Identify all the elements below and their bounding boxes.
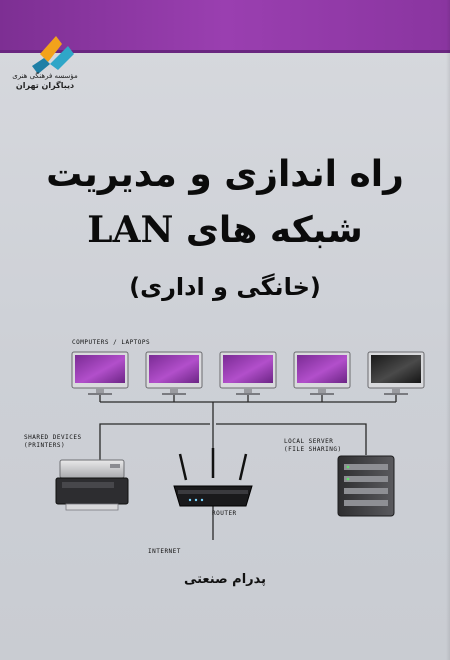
monitor xyxy=(293,351,351,395)
shared-devices-label: SHARED DEVICES (PRINTERS) xyxy=(24,434,82,449)
publisher-name: مؤسسه فرهنگی هنری دیباگران تهران xyxy=(6,72,84,90)
cover-edge-shadow xyxy=(446,0,450,660)
local-server-label: LOCAL SERVER (FILE SHARING) xyxy=(284,438,342,453)
publisher-name-line1: مؤسسه فرهنگی هنری xyxy=(12,72,78,80)
author-name: پدرام صنعتی xyxy=(183,572,267,587)
monitor-dark xyxy=(367,351,425,395)
server-icon xyxy=(337,455,395,517)
internet-label: INTERNET xyxy=(148,548,181,555)
top-color-band xyxy=(0,0,450,50)
publisher-name-line2: دیباگران تهران xyxy=(15,81,75,90)
title-lan: LAN xyxy=(87,209,174,251)
monitor xyxy=(145,351,203,395)
router-label: ROUTER xyxy=(212,510,237,517)
title-subtitle: (خانگی و اداری) xyxy=(129,273,321,301)
router-icon xyxy=(173,448,253,507)
network-diagram: COMPUTERS / LAPTOPS SHARED DEVICES (PRIN… xyxy=(0,330,450,570)
title-line2: شبکه های LAN xyxy=(0,207,450,254)
printer-icon xyxy=(55,459,129,511)
publisher-logo-icon xyxy=(32,36,74,74)
top-band-edge xyxy=(0,50,450,53)
network-diagram-drawing xyxy=(55,351,425,540)
title-line1: راه اندازی و مدیریت xyxy=(46,154,404,195)
computers-label: COMPUTERS / LAPTOPS xyxy=(72,339,151,346)
title-line2-persian: شبکه های xyxy=(185,210,363,251)
monitor xyxy=(219,351,277,395)
monitor xyxy=(71,351,129,395)
